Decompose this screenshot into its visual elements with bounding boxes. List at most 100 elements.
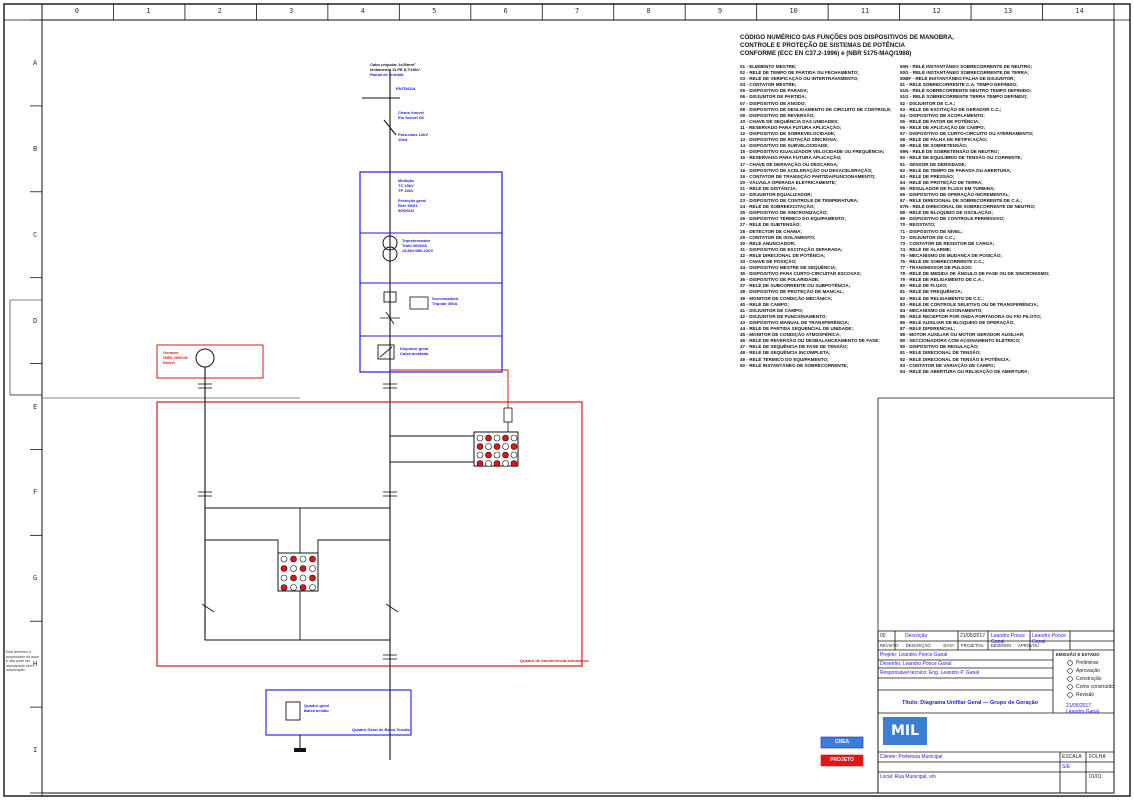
ruler-mark: 14 (1075, 7, 1084, 15)
tb-rev-date: 21/05/2017 (960, 633, 986, 639)
legend-item: 26 - DISPOSITIVO TÉRMICO DO EQUIPAMENTO; (740, 216, 846, 222)
legend-item: 67N - RELÉ DIRECIONAL DE SOBRECORRENTE D… (900, 204, 1036, 210)
legend-title-line: CONTROLE E PROTEÇÃO DE SISTEMAS DE POTÊN… (740, 42, 906, 49)
transfer-panel (156, 401, 583, 667)
legend-item: 81 - RELÉ DE FREQUÊNCIA; (900, 289, 963, 295)
ruler-mark: I (33, 746, 38, 755)
legend-item: 23 - DISPOSITIVO DE CONTROLE DE TEMPERAT… (740, 198, 859, 204)
legend-item: 49 - RELÉ TÉRMICO DO EQUIPAMENTO; (740, 356, 829, 362)
legend-title: CÓDIGO NUMÉRICO DAS FUNÇÕES DOS DISPOSIT… (740, 34, 1060, 58)
legend-item: 77 - TRANSMISSOR DE PULSOS; (900, 265, 973, 271)
legend-item: 44 - RELÉ DE PARTIDA SEQUENCIAL DE UNIDA… (740, 326, 853, 332)
legend-item: 82 - RELÉ DE RELIGAMENTO DE C.C.; (900, 295, 984, 301)
legend-item: 62 - RELÉ DE TEMPO DE PARADA OU ABERTURA… (900, 167, 1012, 173)
legend-item: 17 - CHAVE DE DERIVAÇÃO OU DESCARGA; (740, 161, 839, 167)
legend-item: 18 - DISPOSITIVO DE ACELERAÇÃO OU DESACE… (740, 167, 873, 173)
legend-item: 50N - RELÉ INSTANTÂNEO SOBRECORRENTE DE … (900, 64, 1033, 69)
tb-line-title: Título: Diagrama Unifilar Geral — Grupo … (901, 700, 1038, 706)
legend-item: 39 - MONITOR DE CONDIÇÃO MECÂNICA; (740, 295, 833, 301)
legend-item: 42 - DISJUNTOR DE FUNCIONAMENTO; (740, 313, 827, 319)
legend-item: 12 - DISPOSITIVO DE SOBREVELOCIDADE; (740, 131, 836, 137)
legend-item: 59N - RELÉ DE SOBRETENSÃO DE NEUTRO; (900, 149, 1000, 155)
legend-item: 74 - RELÉ DE ALARME; (900, 246, 952, 252)
ruler-mark: E (33, 402, 38, 411)
status-option: Preliminar (1076, 660, 1099, 666)
legend-item: 02 - RELÉ DE TEMPO DE PARTIDA OU FECHAME… (740, 70, 859, 76)
tb-sheet-label: FOLHA (1089, 754, 1106, 760)
legend-item: 45 - MONITOR DE CONDIÇÃO ATMOSFÉRICA; (740, 332, 841, 338)
ruler-mark: 7 (575, 7, 580, 15)
legend-item: 11 - RESERVADO PARA FUTURA APLICAÇÃO; (740, 124, 842, 130)
legend-item: 63 - RELÉ DE PRESSÃO; (900, 173, 955, 179)
ruler-mark: H (33, 660, 38, 669)
ruler-mark: G (33, 574, 38, 583)
tb-scale-value: S/E (1062, 764, 1071, 770)
ruler-mark: F (33, 488, 38, 497)
legend-item: 21 - RELÉ DE DISTÂNCIA; (740, 185, 797, 191)
tb-line-project: Projeto: Leandro Ponce Ganal (880, 652, 948, 658)
legend-item: 22 - DISJUNTOR EQUALIZADOR; (740, 191, 813, 197)
ruler-mark: 9 (717, 7, 723, 15)
legend-item: 80 - RELÉ DE FLUXO; (900, 283, 948, 289)
legend-item: 58 - RELÉ DE FALHA DE RETIFICAÇÃO; (900, 137, 988, 143)
tag-transfer-panel: Quadro de transferência automática (520, 658, 589, 663)
legend-item: 50BF - RELÉ INSTANTÂNEO FALHA DE DISJUNT… (900, 76, 1016, 82)
legend-item: 55 - RELÉ DE FATOR DE POTÊNCIA; (900, 118, 980, 124)
legend-item: 88 - MOTOR AUXILIAR OU MOTOR GERADOR AUX… (900, 332, 1025, 338)
legend-item: 83 - RELÉ DE CONTROLE SELETIVO OU DE TRA… (900, 301, 1039, 307)
legend-item: 53 - RELÉ DE EXCITAÇÃO DE GERADOR C.C.; (900, 106, 1002, 112)
legend-item: 73 - CONTATOR DE RESISTOR DE CARGA; (900, 240, 995, 246)
legend-item: 68 - RELÉ DE BLOQUEIO DE OSCILAÇÃO; (900, 210, 993, 216)
tb-rev-designer: Leandro Ponce Ganal (991, 633, 1025, 645)
legend-item: 48 - RELÉ DE SEQUÊNCIA INCOMPLETA; (740, 350, 831, 356)
legend-item: 75 - MECANISMO DE MUDANÇA DE POSIÇÃO; (900, 252, 1002, 258)
legend-item: 90 - DISPOSITIVO DE REGULAÇÃO; (900, 344, 979, 350)
legend-item: 64 - RELÉ DE PROTEÇÃO DE TERRA; (900, 179, 983, 185)
legend-item: 51N - RELÉ SOBRECORRENTE NEUTRO TEMPO DE… (900, 88, 1032, 94)
tag-bottom-label: Quadro Geral de Baixa Tensão (352, 727, 410, 732)
legend-item: 47 - RELÉ DE SEQUÊNCIA DE FASE DE TENSÃO… (740, 344, 849, 350)
legend-column-2: 50N - RELÉ INSTANTÂNEO SOBRECORRENTE DE … (900, 64, 1050, 375)
company-logo: MIL (883, 717, 927, 745)
main-feeder (362, 70, 400, 760)
legend-item: 79 - RELÉ DE RELIGAMENTO DE C.A.; (900, 277, 984, 283)
tag-top-feed: Cabo unipolar 1x25mm² Isolamento XLPE 8,… (370, 62, 420, 77)
ruler-mark: 5 (432, 7, 437, 15)
tb-line-client: Cliente: Prefeitura Municipal (880, 754, 943, 760)
ruler-mark: B (33, 144, 38, 153)
tb-scale-label: ESCALA (1062, 754, 1082, 760)
legend-item: 91 - RELÉ DIRECIONAL DE TENSÃO; (900, 350, 981, 356)
legend-item: 65 - REGULADOR DE FLUXO EM TURBINA; (900, 185, 995, 191)
legend-item: 19 - CONTATOR DE TRANSIÇÃO PARTIDA/FUNCI… (740, 173, 876, 179)
legend-item: 43 - DISPOSITIVO MANUAL DE TRANSFERÊNCIA… (740, 319, 850, 325)
tb-line-responsible: Responsável técnico: Eng. Leandro P. Gan… (880, 670, 980, 676)
tb-rev-drafter: Leandro Ponce Ganal (1032, 633, 1066, 645)
legend-item: 57 - DISPOSITIVO DE CURTO-CIRCUITO OU AT… (900, 131, 1034, 137)
legend-item: 56 - RELÉ DE APLICAÇÃO DE CAMPO; (900, 124, 986, 130)
legend-item: 92 - RELÉ DIRECIONAL DE TENSÃO E POTÊNCI… (900, 356, 1011, 362)
legend-item: 01 - ELEMENTO MESTRE; (740, 64, 797, 69)
legend-item: 41 - DISJUNTOR DE CAMPO; (740, 307, 804, 313)
legend-item: 86 - RELÉ AUXILIAR DE BLOQUEIO DE OPERAÇ… (900, 319, 1015, 325)
status-option: Aprovação (1076, 668, 1100, 674)
legend-item: 38 - DISPOSITIVO DE PROTEÇÃO DE MANCAL; (740, 289, 844, 295)
legend-item: 34 - DISPOSITIVO MESTRE DE SEQUÊNCIA; (740, 265, 837, 271)
ruler-mark: 10 (789, 7, 798, 15)
legend-item: 20 - VÁLVULA OPERADA ELETRICAMENTE; (740, 179, 837, 185)
ruler-mark: 0 (74, 7, 79, 15)
legend-item: 50G - RELÉ INSTANTÂNEO SOBRECORRENTE DE … (900, 70, 1029, 76)
legend-column-1: 01 - ELEMENTO MESTRE;02 - RELÉ DE TEMPO … (740, 64, 892, 369)
legend-item: 46 - RELÉ DE REVERSÃO OU DESBALANCEAMENT… (740, 338, 880, 344)
ruler-mark: 13 (1003, 7, 1013, 15)
legend-item: 27 - RELÉ DE SUBTENSÃO; (740, 222, 801, 228)
legend-item: 32 - RELÉ DIRECIONAL DE POTÊNCIA; (740, 252, 826, 258)
legend-item: 24 - RELÉ DE SOBREEXCITAÇÃO; (740, 204, 815, 210)
medium-voltage-cubicle (359, 171, 503, 373)
legend-item: 04 - CONTATOR MESTRE; (740, 82, 797, 88)
